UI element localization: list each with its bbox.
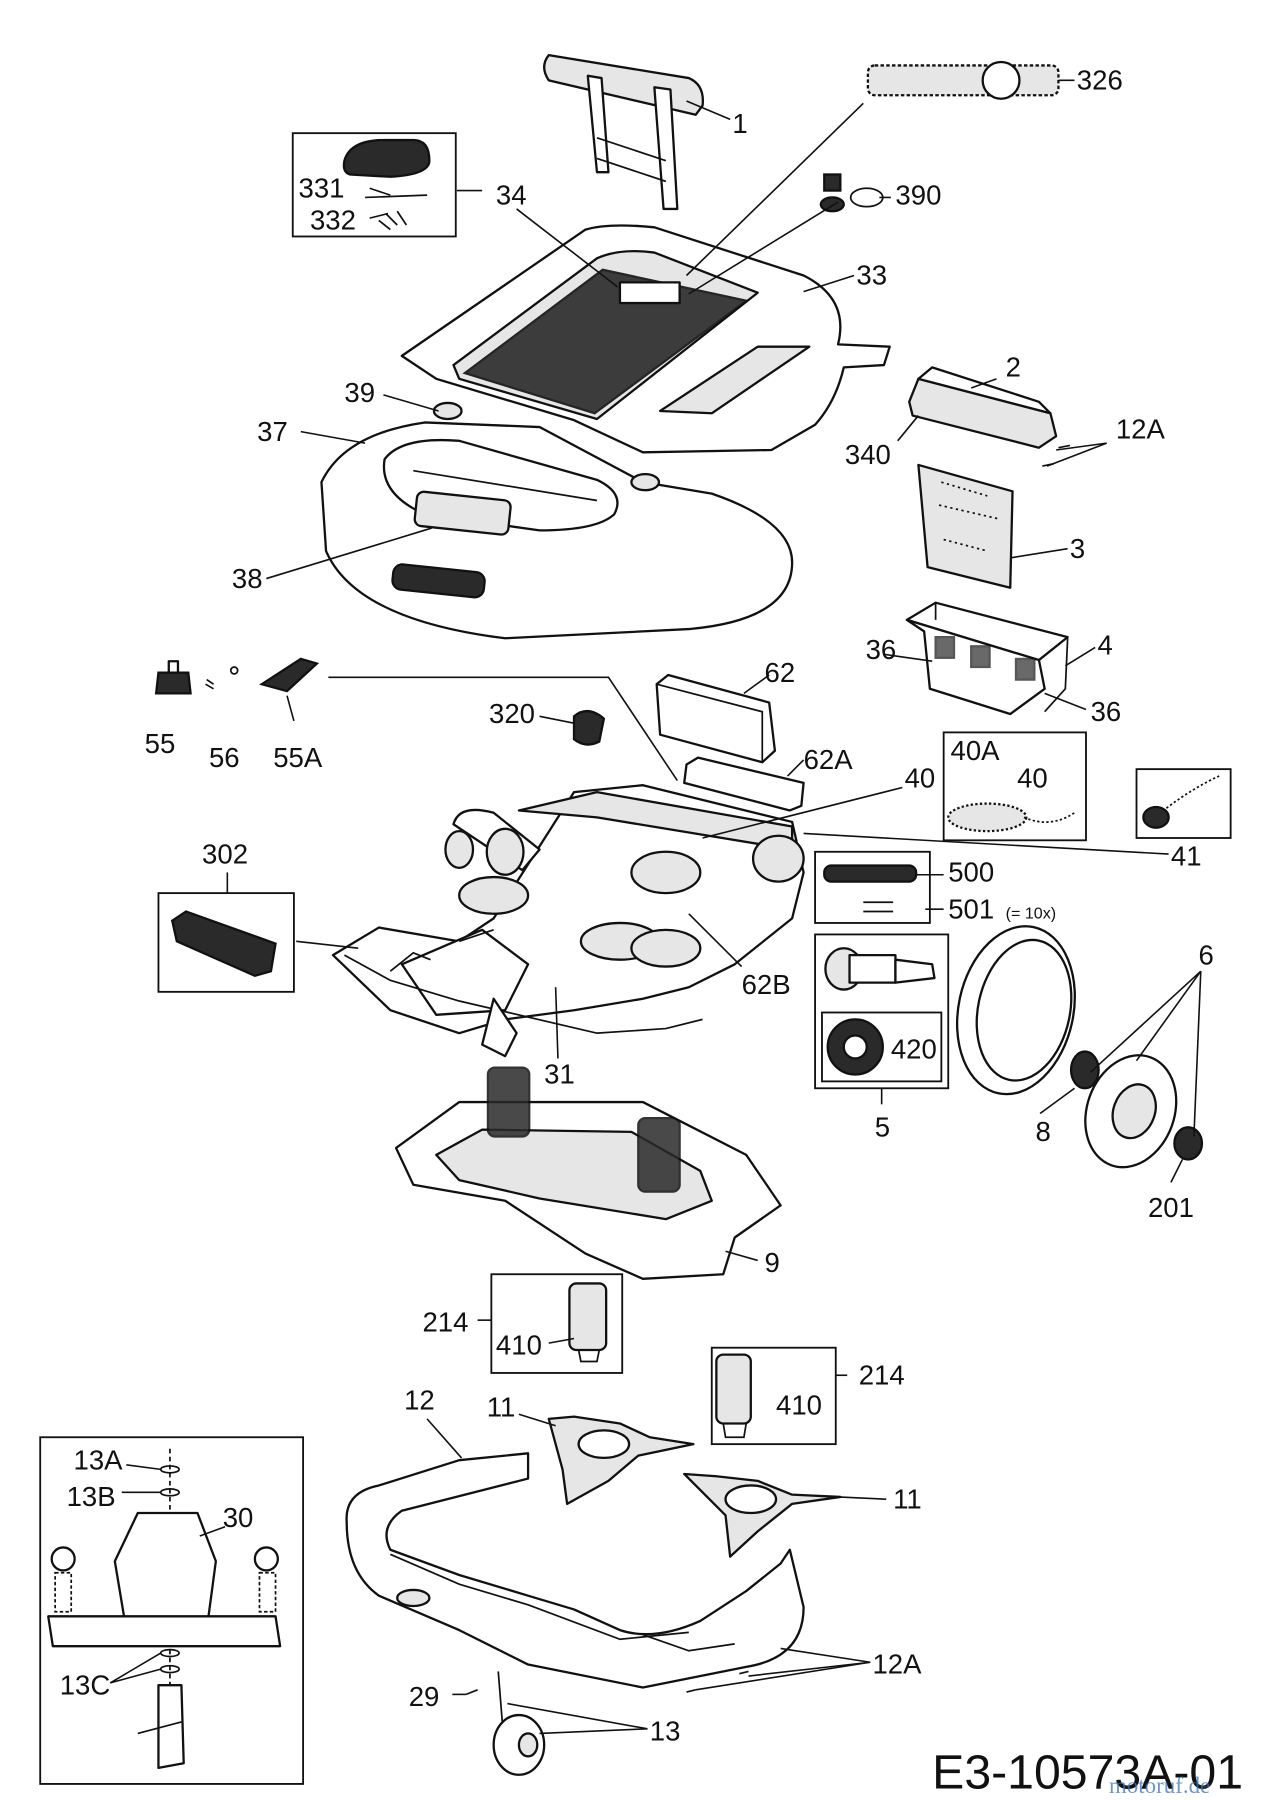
- label-320: 320: [489, 698, 535, 729]
- label-6: 6: [1199, 939, 1214, 970]
- part-9-base-plate: [394, 1066, 782, 1280]
- label-9: 9: [765, 1247, 780, 1278]
- label-326: 326: [1077, 65, 1123, 96]
- part-56-screw: [206, 666, 239, 685]
- label-33: 33: [856, 260, 887, 291]
- part-214-motor-box-a: [490, 1273, 624, 1374]
- label-501: 501: [948, 893, 994, 924]
- part-62-foam-block: [655, 673, 777, 764]
- part-8-hub: [1069, 1050, 1100, 1090]
- label-55: 55: [145, 728, 176, 759]
- label-30: 30: [223, 1502, 254, 1533]
- label-36-upper: 36: [866, 634, 897, 665]
- part-12-bumper: [345, 1452, 805, 1689]
- label-410-a: 410: [496, 1330, 542, 1361]
- label-331: 331: [299, 172, 345, 203]
- label-13: 13: [650, 1715, 681, 1746]
- label-340: 340: [845, 439, 891, 470]
- label-13A: 13A: [74, 1444, 124, 1475]
- label-39: 39: [344, 377, 375, 408]
- part-2-battery-lid: [908, 366, 1058, 449]
- part-390-button: [819, 173, 884, 213]
- part-29-pin: [465, 1688, 478, 1696]
- label-56: 56: [209, 742, 240, 773]
- part-1-carry-handle: [543, 53, 705, 211]
- label-34: 34: [496, 179, 527, 210]
- label-11-b: 11: [893, 1483, 922, 1514]
- part-326-label-strip: [866, 60, 1060, 100]
- label-5: 5: [875, 1111, 890, 1142]
- part-13-caster-wheel: [492, 1671, 546, 1776]
- chassis-assembly: [331, 784, 805, 1058]
- label-1: 1: [732, 108, 747, 139]
- label-12: 12: [404, 1385, 435, 1416]
- label-4: 4: [1097, 629, 1112, 660]
- label-201: 201: [1148, 1192, 1194, 1223]
- part-4-battery-housing: [905, 601, 1069, 716]
- label-2: 2: [1006, 352, 1021, 383]
- watermark-logo: motoruf.de: [1109, 1773, 1210, 1798]
- part-62A-foam-pad: [683, 756, 805, 812]
- label-40: 40: [905, 763, 936, 794]
- label-11-a: 11: [487, 1392, 516, 1423]
- label-302: 302: [202, 838, 248, 869]
- label-38: 38: [232, 563, 263, 594]
- part-55A-bracket: [258, 657, 320, 693]
- label-214-a: 214: [422, 1307, 468, 1338]
- label-41: 41: [1171, 841, 1202, 872]
- part-6-drive-wheel: [955, 925, 1076, 1096]
- part-5-motor-kit-box: [814, 933, 950, 1090]
- label-12A-top: 12A: [1116, 414, 1166, 445]
- part-55-rubber-foot: [154, 660, 192, 695]
- part-214-motor-box-b: [710, 1346, 837, 1446]
- part-201-cap: [1173, 1126, 1204, 1161]
- part-33-top-cover: [400, 224, 891, 454]
- part-3-circuit-board: [917, 463, 1014, 589]
- label-55A: 55A: [273, 742, 323, 773]
- part-41-kit-box: [1135, 768, 1232, 839]
- leader-lines: [109, 79, 1202, 1735]
- part-40A-kit-box: [942, 731, 1087, 842]
- label-29: 29: [409, 1681, 440, 1712]
- part-11-blade-b: [683, 1472, 842, 1558]
- part-labels: 326 1 331 34 332 390 33 39 37 2 12A 340 …: [60, 65, 1214, 1747]
- part-302-kit-box: [157, 892, 295, 993]
- part-11-blade-a: [547, 1415, 695, 1505]
- label-8: 8: [1035, 1116, 1050, 1147]
- label-332: 332: [310, 205, 356, 236]
- label-13B: 13B: [67, 1481, 116, 1512]
- label-12A-bottom: 12A: [872, 1649, 922, 1680]
- part-12A-screws-bottom: [686, 1670, 749, 1693]
- label-31: 31: [544, 1059, 575, 1090]
- label-36-lower: 36: [1091, 696, 1122, 727]
- part-34-kit-box: [291, 132, 457, 238]
- label-13C: 13C: [60, 1669, 111, 1700]
- part-500-501-kit-box: [814, 850, 931, 924]
- label-40A: 40A: [951, 735, 1001, 766]
- label-3: 3: [1070, 533, 1085, 564]
- label-500: 500: [948, 857, 994, 888]
- part-320-cap: [572, 710, 606, 746]
- drawing-code: E3-10573A-01: [932, 1746, 1243, 1800]
- label-37: 37: [257, 416, 288, 447]
- part-30-caster-detail-box: [39, 1436, 305, 1785]
- label-501-note: (= 10x): [1006, 904, 1056, 922]
- label-62: 62: [765, 657, 796, 688]
- label-214-b: 214: [859, 1359, 905, 1390]
- label-390: 390: [895, 179, 941, 210]
- label-420: 420: [891, 1033, 937, 1064]
- label-62A: 62A: [804, 744, 854, 775]
- part-37-lower-cover: [320, 401, 794, 640]
- part-6-hub-cap: [1084, 1054, 1178, 1169]
- label-410-b: 410: [776, 1389, 822, 1420]
- label-40-box: 40: [1017, 763, 1048, 794]
- label-62B: 62B: [742, 969, 791, 1000]
